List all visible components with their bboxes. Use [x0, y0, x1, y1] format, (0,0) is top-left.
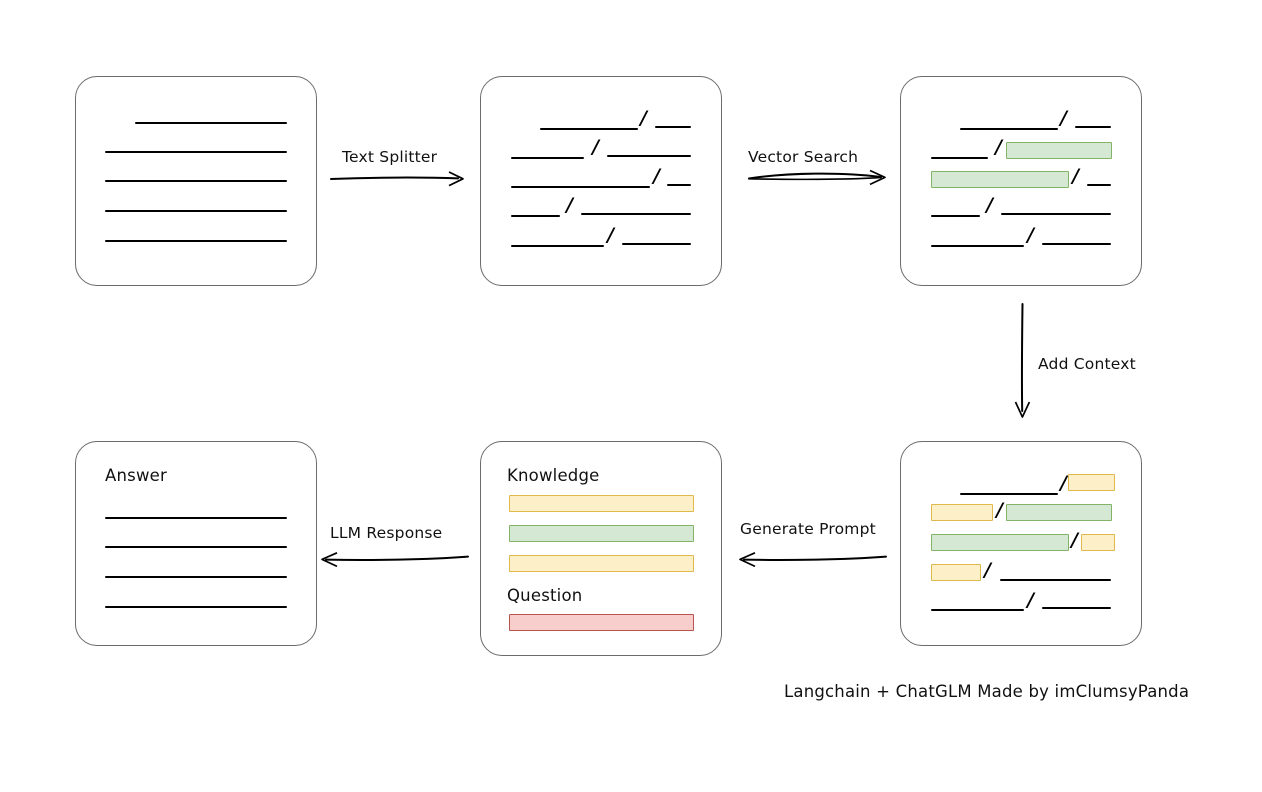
source-doc-line-4 [105, 210, 287, 212]
answer-title: Answer [105, 466, 167, 485]
source-doc-line-2 [105, 151, 287, 153]
arrow-vector-search [748, 169, 886, 186]
split-doc-row-2-slash: / [592, 136, 599, 158]
matched-doc-row-3-slash: / [1072, 165, 1079, 187]
arrow-generate-prompt [739, 552, 887, 568]
prompt-knowledge-chunk-3[interactable] [509, 555, 694, 572]
matched-doc-row-2-slash: / [995, 136, 1002, 158]
context-doc-row-5-seg-2 [1042, 607, 1111, 609]
context-doc-chunk-yellow-4[interactable] [931, 564, 981, 581]
matched-doc-chunk-green-1[interactable] [1006, 142, 1112, 159]
split-doc-row-5-slash: / [607, 224, 614, 246]
source-doc-line-5 [105, 240, 287, 242]
source-doc-line-3 [105, 180, 287, 182]
matched-doc-row-1-slash: / [1060, 107, 1067, 129]
split-doc-row-3-seg-1 [511, 186, 650, 188]
prompt-knowledge-chunk-1[interactable] [509, 495, 694, 512]
matched-doc-row-4-seg-1 [931, 215, 980, 217]
matched-doc-row-4-seg-2 [1001, 213, 1111, 215]
context-doc-row-5-slash: / [1027, 589, 1034, 611]
source-doc-line-1 [135, 122, 287, 124]
answer-line-1 [105, 517, 287, 519]
split-doc-row-5-seg-1 [511, 245, 604, 247]
context-doc-row-1-slash: / [1060, 472, 1067, 494]
context-doc-row-5-seg-1 [931, 609, 1024, 611]
split-doc-row-5-seg-2 [622, 243, 691, 245]
context-doc-row-3-slash: / [1071, 529, 1078, 551]
split-doc-row-3-seg-2 [667, 184, 691, 186]
split-doc-row-1-seg-1 [540, 128, 638, 130]
prompt-question-chunk[interactable] [509, 614, 694, 631]
matched-doc-row-5-seg-2 [1042, 243, 1111, 245]
matched-doc-row-1-seg-1 [960, 128, 1058, 130]
matched-doc-row-3-seg-2 [1087, 184, 1111, 186]
split-doc-row-4-seg-1 [511, 215, 560, 217]
diagram-caption: Langchain + ChatGLM Made by imClumsyPand… [784, 682, 1190, 701]
prompt-knowledge-chunk-2[interactable] [509, 525, 694, 542]
answer-line-3 [105, 576, 287, 578]
knowledge-label: Knowledge [507, 466, 600, 485]
context-doc-row-4-slash: / [984, 559, 991, 581]
edge-label-generate-prompt: Generate Prompt [740, 520, 876, 538]
question-label: Question [507, 586, 583, 605]
matched-doc-row-4-slash: / [986, 194, 993, 216]
arrow-llm-response [321, 552, 469, 568]
answer-box[interactable] [75, 441, 317, 646]
context-doc-row-1-seg-1 [960, 493, 1058, 495]
context-doc-chunk-yellow-1[interactable] [1068, 474, 1115, 491]
split-doc-row-2-seg-1 [511, 157, 584, 159]
edge-label-vector-search: Vector Search [748, 148, 859, 166]
edge-label-add-context: Add Context [1038, 355, 1136, 373]
matched-doc-row-2-seg-1 [931, 157, 988, 159]
matched-doc-chunk-green-2[interactable] [931, 171, 1069, 188]
matched-doc-row-5-slash: / [1027, 224, 1034, 246]
context-doc-chunk-yellow-3[interactable] [1081, 534, 1115, 551]
arrow-add-context [1014, 303, 1031, 418]
split-doc-row-4-slash: / [566, 194, 573, 216]
arrow-text-splitter [330, 171, 464, 187]
answer-line-2 [105, 546, 287, 548]
context-doc-row-2-slash: / [996, 499, 1003, 521]
split-document[interactable] [480, 76, 722, 286]
context-doc-chunk-green-1[interactable] [1006, 504, 1112, 521]
split-doc-row-1-seg-2 [655, 126, 691, 128]
context-doc-chunk-green-2[interactable] [931, 534, 1069, 551]
matched-doc-row-5-seg-1 [931, 245, 1024, 247]
edge-label-text-splitter: Text Splitter [342, 148, 438, 166]
matched-doc-row-1-seg-2 [1075, 126, 1111, 128]
split-doc-row-4-seg-2 [581, 213, 691, 215]
edge-label-llm-response: LLM Response [330, 524, 443, 542]
answer-line-4 [105, 606, 287, 608]
context-doc-chunk-yellow-2[interactable] [931, 504, 993, 521]
split-doc-row-1-slash: / [640, 107, 647, 129]
split-doc-row-3-slash: / [653, 165, 660, 187]
split-doc-row-2-seg-2 [607, 155, 691, 157]
context-doc-row-4-seg-2 [1000, 579, 1111, 581]
